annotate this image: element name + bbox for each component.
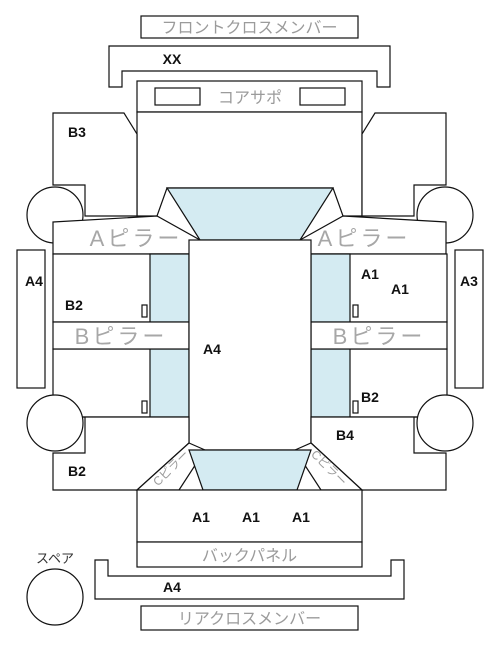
front-left-door-handle[interactable] [141, 304, 148, 318]
front-right-door-handle[interactable] [352, 304, 359, 318]
svg-text:Bピラー: Bピラー [333, 324, 426, 349]
right-headlight[interactable] [299, 87, 346, 106]
rear-left-wheel[interactable] [26, 394, 84, 452]
rear-right-wheel[interactable] [416, 394, 474, 452]
left-sill[interactable] [16, 249, 46, 389]
rear-left-fender[interactable] [52, 416, 190, 491]
rear-right-fender-code: B4 [336, 427, 354, 443]
svg-text:バックパネル: バックパネル [202, 547, 297, 565]
svg-text:Bピラー: Bピラー [75, 324, 168, 349]
rear-cross-member[interactable]: リアクロスメンバー [140, 605, 359, 631]
rear-left-fender-code: B2 [68, 463, 86, 479]
rear-bumper[interactable] [94, 559, 405, 600]
trunk-code-1: A1 [192, 509, 210, 525]
front-left-door-code: B2 [65, 297, 83, 313]
front-right-window[interactable] [310, 253, 351, 323]
left-headlight[interactable] [154, 87, 201, 106]
rear-left-window[interactable] [149, 348, 190, 418]
svg-text:Aピラー: Aピラー [90, 226, 183, 251]
front-cross-code: XX [163, 51, 182, 67]
front-left-fender-code: B3 [68, 124, 86, 140]
left-sill-code: A4 [25, 273, 43, 289]
rear-right-door-handle[interactable] [352, 400, 359, 414]
svg-text:リアクロスメンバー: リアクロスメンバー [178, 610, 321, 628]
right-sill-code: A3 [460, 273, 478, 289]
spare-tire[interactable] [26, 568, 84, 626]
front-cross-member[interactable]: フロントクロスメンバー [140, 15, 359, 39]
b-pillar-right[interactable]: Bピラー [310, 321, 448, 350]
trunk-lid[interactable] [136, 489, 363, 543]
core-support-label: コアサポ [218, 89, 282, 107]
trunk-code-3: A1 [292, 509, 310, 525]
front-right-fender[interactable] [361, 112, 447, 217]
front-right-door-code-1: A1 [361, 266, 379, 282]
roof-code: A4 [203, 341, 221, 357]
front-bumper[interactable] [108, 45, 391, 88]
front-left-fender[interactable] [52, 112, 138, 217]
front-cross-member-label: フロントクロスメンバー [161, 19, 337, 37]
windshield[interactable] [165, 187, 335, 241]
trunk-code-2: A1 [242, 509, 260, 525]
b-pillar-left[interactable]: Bピラー [52, 321, 190, 350]
rear-left-door-handle[interactable] [141, 400, 148, 414]
core-support[interactable]: コアサポ [136, 80, 363, 113]
back-panel[interactable]: バックパネル [136, 541, 363, 568]
front-left-window[interactable] [149, 253, 190, 323]
a-pillar-right[interactable]: Aピラー [299, 215, 447, 255]
spare-tire-label: スペア [36, 551, 74, 566]
roof[interactable] [188, 239, 312, 451]
rear-right-window[interactable] [310, 348, 351, 418]
rear-window[interactable] [188, 449, 312, 491]
right-sill[interactable] [454, 249, 484, 389]
rear-bumper-code: A4 [163, 579, 181, 595]
a-pillar-left[interactable]: Aピラー [52, 215, 201, 255]
svg-text:Aピラー: Aピラー [318, 226, 411, 251]
rear-right-door-code: B2 [361, 389, 379, 405]
front-right-door-code-2: A1 [391, 281, 409, 297]
